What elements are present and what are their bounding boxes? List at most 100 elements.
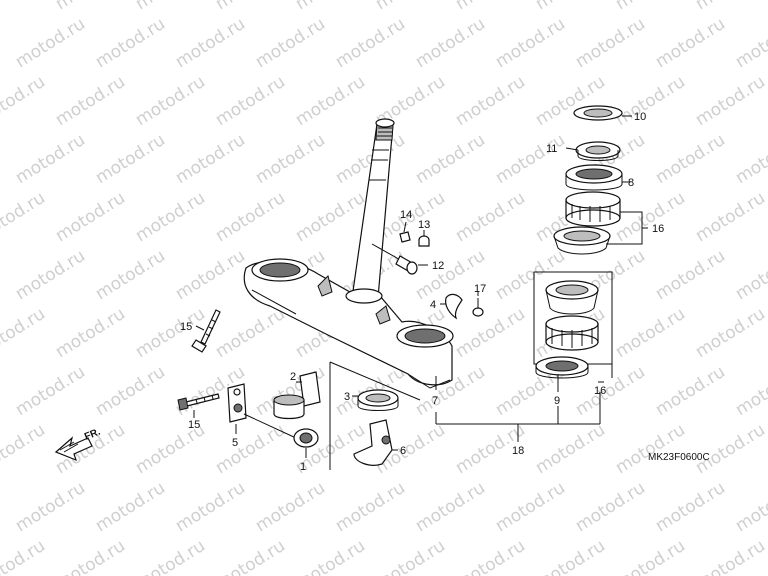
watermark-text: motod.ru	[692, 188, 768, 246]
watermark-text: motod.ru	[92, 362, 169, 420]
callout-7: 7	[432, 395, 438, 407]
callout-18: 18	[512, 445, 524, 457]
watermark-text: motod.ru	[732, 478, 768, 536]
watermark-text: motod.ru	[212, 420, 289, 478]
watermark-text: motod.ru	[412, 130, 489, 188]
watermark-text: motod.ru	[412, 14, 489, 72]
lock-nut-11	[575, 141, 621, 161]
bracket-5	[227, 383, 247, 423]
watermark-text: motod.ru	[612, 0, 689, 14]
watermark-text: motod.ru	[372, 536, 449, 576]
callout-16-lower: 16	[594, 385, 606, 397]
watermark-text: motod.ru	[12, 130, 89, 188]
watermark-text: motod.ru	[612, 536, 689, 576]
watermark-text: motod.ru	[652, 362, 729, 420]
watermark-text: motod.ru	[452, 536, 529, 576]
callout-1: 1	[300, 461, 306, 473]
watermark-text: motod.ru	[92, 478, 169, 536]
watermark-text: motod.ru	[612, 188, 689, 246]
grommet-1	[243, 413, 319, 448]
screw-17	[472, 298, 484, 317]
bracket-2	[273, 371, 321, 420]
cable-guide-6	[353, 419, 393, 466]
watermark-text: motod.ru	[52, 536, 129, 576]
callout-10: 10	[634, 111, 646, 123]
watermark-text: motod.ru	[52, 0, 129, 14]
clip-4	[445, 293, 463, 320]
watermark-text: motod.ru	[172, 14, 249, 72]
watermark-text: motod.ru	[732, 130, 768, 188]
watermark-text: motod.ru	[692, 420, 768, 478]
watermark-text: motod.ru	[532, 420, 609, 478]
watermark-text: motod.ru	[612, 304, 689, 362]
watermark-text: motod.ru	[132, 188, 209, 246]
watermark-text: motod.ru	[692, 0, 768, 14]
watermark-text: motod.ru	[212, 536, 289, 576]
watermark-text: motod.ru	[572, 478, 649, 536]
callout-17: 17	[474, 283, 486, 295]
watermark-text: motod.ru	[492, 14, 569, 72]
dust-seal-9	[535, 356, 589, 379]
watermark-text: motod.ru	[172, 246, 249, 304]
watermark-text: motod.ru	[612, 72, 689, 130]
watermark-text: motod.ru	[0, 420, 49, 478]
watermark-text: motod.ru	[692, 304, 768, 362]
watermark-text: motod.ru	[12, 246, 89, 304]
watermark-text: motod.ru	[692, 536, 768, 576]
watermark-text: motod.ru	[532, 0, 609, 14]
steering-stem-assembly	[243, 118, 454, 389]
watermark-text: motod.ru	[252, 14, 329, 72]
upper-bearing-16	[565, 191, 621, 227]
watermark-text: motod.ru	[332, 14, 409, 72]
watermark-text: motod.ru	[172, 130, 249, 188]
leader-lines	[193, 115, 648, 470]
callout-5: 5	[232, 437, 238, 449]
callout-4: 4	[430, 299, 436, 311]
watermark-text: motod.ru	[212, 0, 289, 14]
watermark-text: motod.ru	[652, 246, 729, 304]
watermark-text: motod.ru	[92, 246, 169, 304]
watermark-text: motod.ru	[372, 0, 449, 14]
watermark-text: motod.ru	[12, 362, 89, 420]
watermark-text: motod.ru	[452, 188, 529, 246]
watermark-text: motod.ru	[492, 478, 569, 536]
watermark-text: motod.ru	[132, 0, 209, 14]
watermark-text: motod.ru	[12, 14, 89, 72]
watermark-text: motod.ru	[172, 478, 249, 536]
watermark-text: motod.ru	[332, 478, 409, 536]
watermark-text: motod.ru	[412, 478, 489, 536]
watermark-text: motod.ru	[212, 188, 289, 246]
watermark-text: motod.ru	[732, 14, 768, 72]
watermark-text: motod.ru	[0, 304, 49, 362]
watermark-text: motod.ru	[252, 478, 329, 536]
watermark-text: motod.ru	[0, 536, 49, 576]
bolt-15-upper	[191, 309, 221, 353]
watermark-text: motod.ru	[452, 304, 529, 362]
watermark-text: motod.ru	[532, 72, 609, 130]
callout-16-upper: 16	[652, 223, 664, 235]
watermark-text: motod.ru	[292, 188, 369, 246]
stem-pin-12	[371, 243, 428, 275]
dust-seal-8	[565, 164, 623, 191]
watermark-text: motod.ru	[292, 536, 369, 576]
watermark-text: motod.ru	[212, 304, 289, 362]
watermark-text: motod.ru	[92, 130, 169, 188]
watermark-text: motod.ru	[652, 478, 729, 536]
watermark-text: motod.ru	[52, 72, 129, 130]
watermark-text: motod.ru	[292, 0, 369, 14]
watermark-text: motod.ru	[292, 72, 369, 130]
watermark-text: motod.ru	[572, 14, 649, 72]
callout-6: 6	[400, 445, 406, 457]
callout-11: 11	[546, 143, 557, 155]
washer-3	[357, 389, 399, 411]
watermark-text: motod.ru	[692, 72, 768, 130]
diagram-code: MK23F0600C	[648, 452, 710, 463]
watermark-text: motod.ru	[0, 0, 49, 14]
bolt-15-lower	[177, 393, 220, 411]
watermark-text: motod.ru	[132, 72, 209, 130]
washer-10	[573, 105, 623, 121]
watermark-text: motod.ru	[132, 536, 209, 576]
